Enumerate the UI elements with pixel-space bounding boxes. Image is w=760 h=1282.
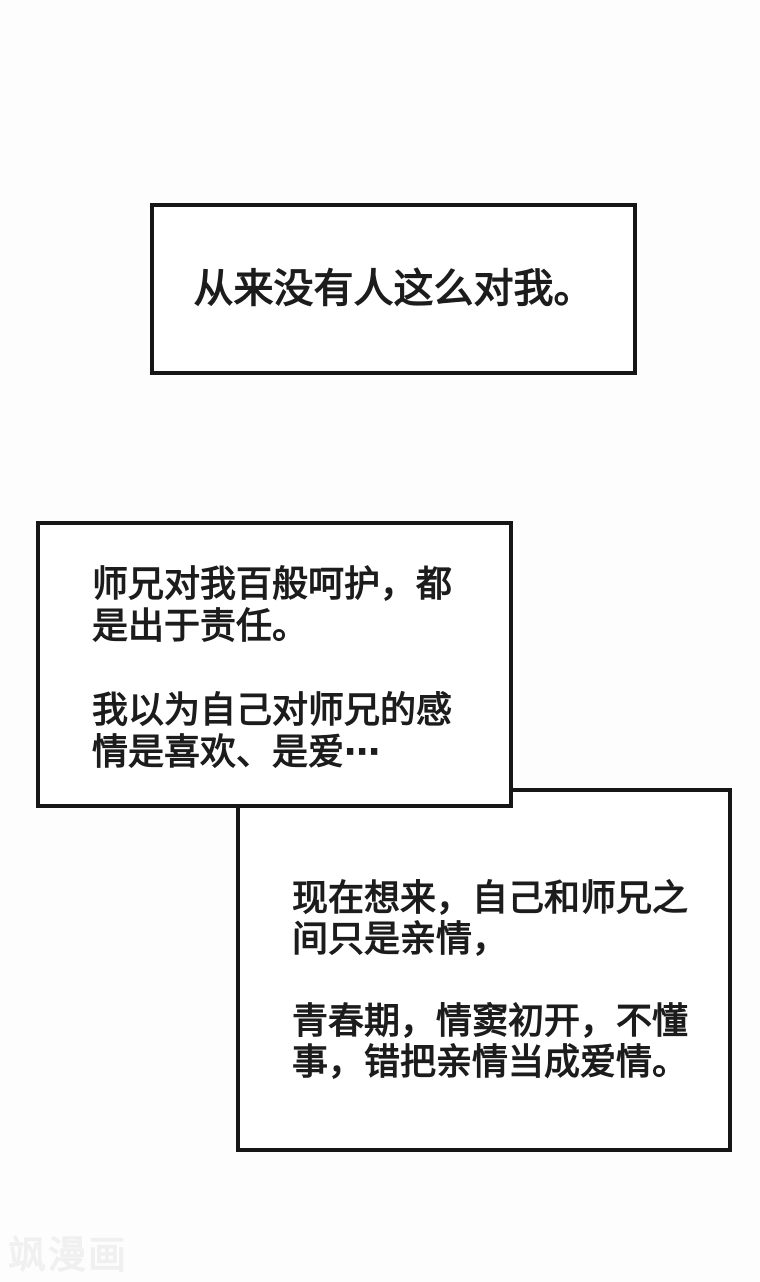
narration-text-1: 从来没有人这么对我。 [194, 265, 594, 313]
text-line [92, 647, 473, 689]
text-line: 我以为自己对师兄的感 [92, 689, 453, 730]
text-line: 是出于责任。 [92, 605, 309, 646]
narration-text-3: 现在想来，自己和师兄之间只是亲情， 青春期，情窦初开，不懂事，错把亲情当成爱情。 [292, 877, 700, 1082]
narration-box-3: 现在想来，自己和师兄之间只是亲情， 青春期，情窦初开，不懂事，错把亲情当成爱情。 [236, 788, 732, 1152]
watermark: 飒漫画 [8, 1235, 129, 1277]
narration-box-1: 从来没有人这么对我。 [150, 203, 637, 375]
text-line: 师兄对我百般呵护，都 [92, 563, 453, 604]
text-line: 青春期，情窦初开，不懂 [292, 1000, 689, 1041]
text-line: 从来没有人这么对我。 [193, 267, 594, 311]
text-line: 事，错把亲情当成爱情。 [292, 1041, 689, 1082]
narration-box-2: 师兄对我百般呵护，都是出于责任。 我以为自己对师兄的感情是喜欢、是爱⋯ [36, 521, 513, 808]
text-line: 现在想来，自己和师兄之 [292, 877, 689, 918]
text-line: 间只是亲情， [292, 918, 509, 959]
narration-text-2: 师兄对我百般呵护，都是出于责任。 我以为自己对师兄的感情是喜欢、是爱⋯ [92, 563, 473, 773]
text-line: 情是喜欢、是爱⋯ [92, 731, 381, 772]
text-line [292, 959, 700, 1000]
